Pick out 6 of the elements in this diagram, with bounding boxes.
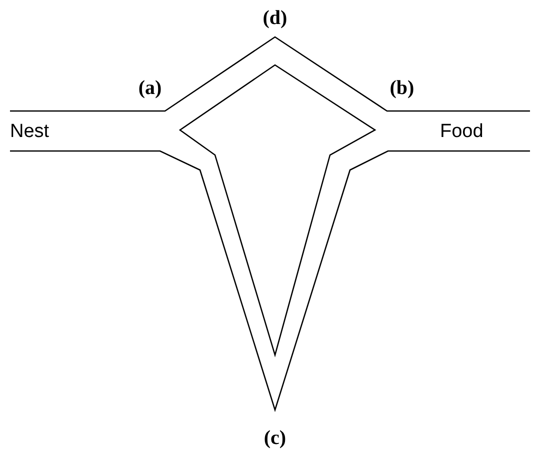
branch-label: (c) — [264, 428, 286, 448]
branch-label: (a) — [138, 78, 162, 98]
place-label: Nest — [10, 122, 50, 141]
branch-label: (d) — [262, 8, 288, 28]
branch-label: (b) — [390, 78, 414, 98]
place-label: Food — [440, 122, 484, 141]
